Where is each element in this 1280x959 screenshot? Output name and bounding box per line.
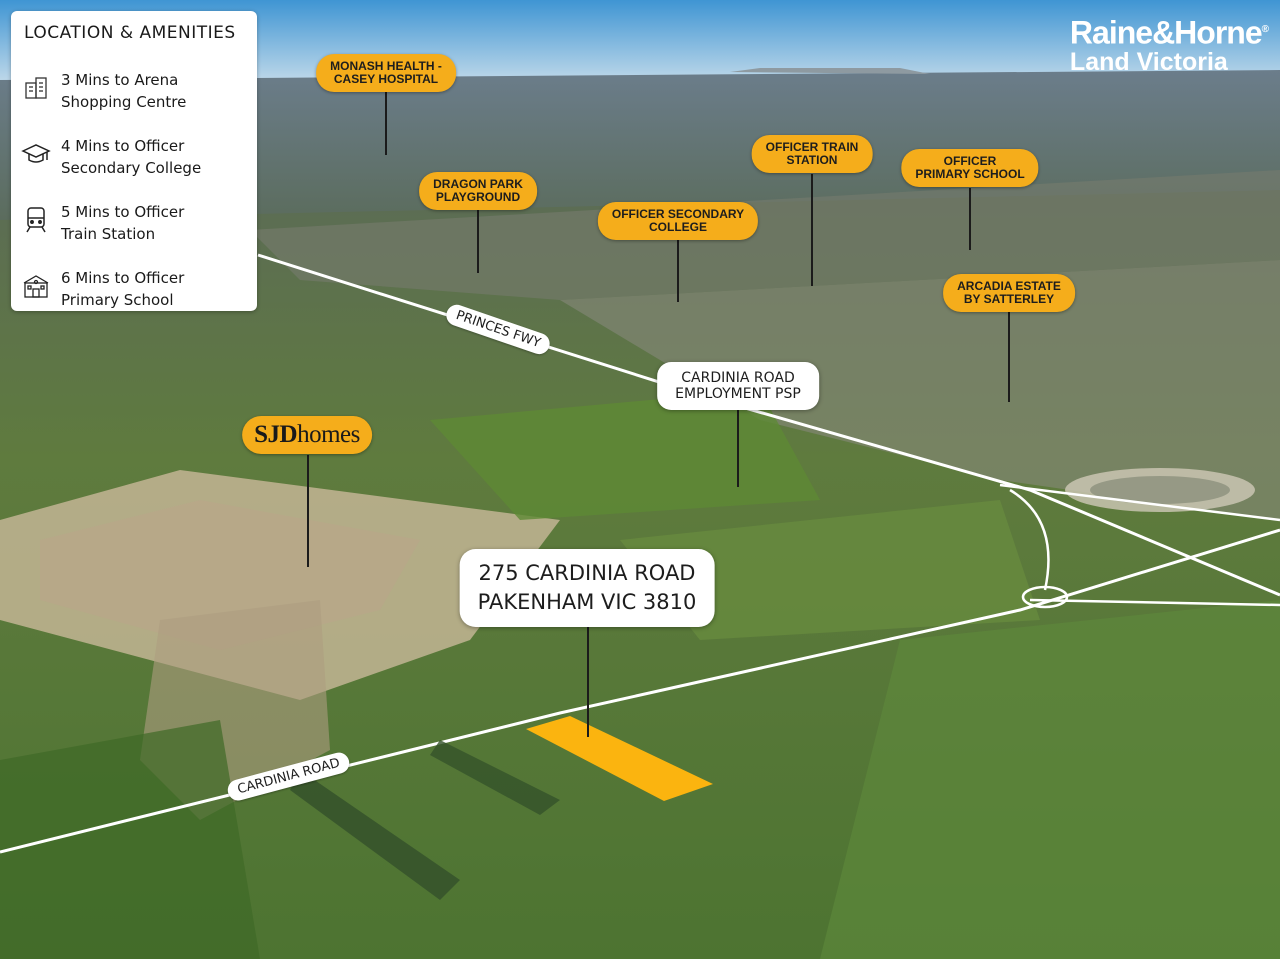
amenity-text: 6 Mins to Officer Primary School: [61, 269, 185, 309]
registered-mark: ®: [1261, 24, 1269, 35]
amenity-item: 6 Mins to Officer Primary School: [19, 267, 249, 313]
train-icon: [26, 207, 46, 233]
marker-officer-train: OFFICER TRAIN STATION: [751, 135, 873, 173]
marker-monash-health: MONASH HEALTH - CASEY HOSPITAL: [316, 54, 456, 92]
marker-officer-secondary: OFFICER SECONDARY COLLEGE: [597, 202, 759, 240]
brand-name: Raine&Horne®: [1069, 14, 1269, 51]
shopping-centre-icon: [25, 77, 47, 99]
panel-title: LOCATION & AMENITIES: [24, 23, 236, 43]
raine-horne-logo: Raine&Horne® Land Victoria: [1069, 14, 1269, 76]
graduation-cap-icon: [21, 144, 51, 163]
amenity-text: 4 Mins to Officer Secondary College: [61, 137, 202, 177]
amenities-panel: LOCATION & AMENITIES 3 Mins to Arena Sho…: [11, 11, 257, 311]
amenity-item: 3 Mins to Arena Shopping Centre: [19, 69, 249, 115]
amenity-item: 5 Mins to Officer Train Station: [19, 201, 249, 247]
sjd-logo-bold: SJD: [254, 421, 298, 448]
marker-arcadia-estate: ARCADIA ESTATE BY SATTERLEY: [943, 274, 1075, 312]
marker-property-address: 275 CARDINIA ROAD PAKENHAM VIC 3810: [459, 549, 715, 627]
brand-subtitle: Land Victoria: [1069, 47, 1228, 76]
property-plot: [526, 716, 713, 801]
marker-employment-psp: CARDINIA ROAD EMPLOYMENT PSP: [657, 362, 819, 410]
marker-dragon-park: DRAGON PARK PLAYGROUND: [419, 172, 537, 210]
sjd-logo-rest: homes: [297, 421, 360, 448]
amenity-text: 3 Mins to Arena Shopping Centre: [61, 71, 187, 111]
school-building-icon: [23, 275, 49, 298]
amenity-item: 4 Mins to Officer Secondary College: [19, 135, 249, 181]
marker-officer-primary: OFFICER PRIMARY SCHOOL: [901, 149, 1039, 187]
amenity-text: 5 Mins to Officer Train Station: [61, 203, 185, 243]
marker-sjd-homes: SJDhomes: [242, 416, 372, 454]
brand-name-text: Raine&Horne: [1069, 14, 1263, 51]
